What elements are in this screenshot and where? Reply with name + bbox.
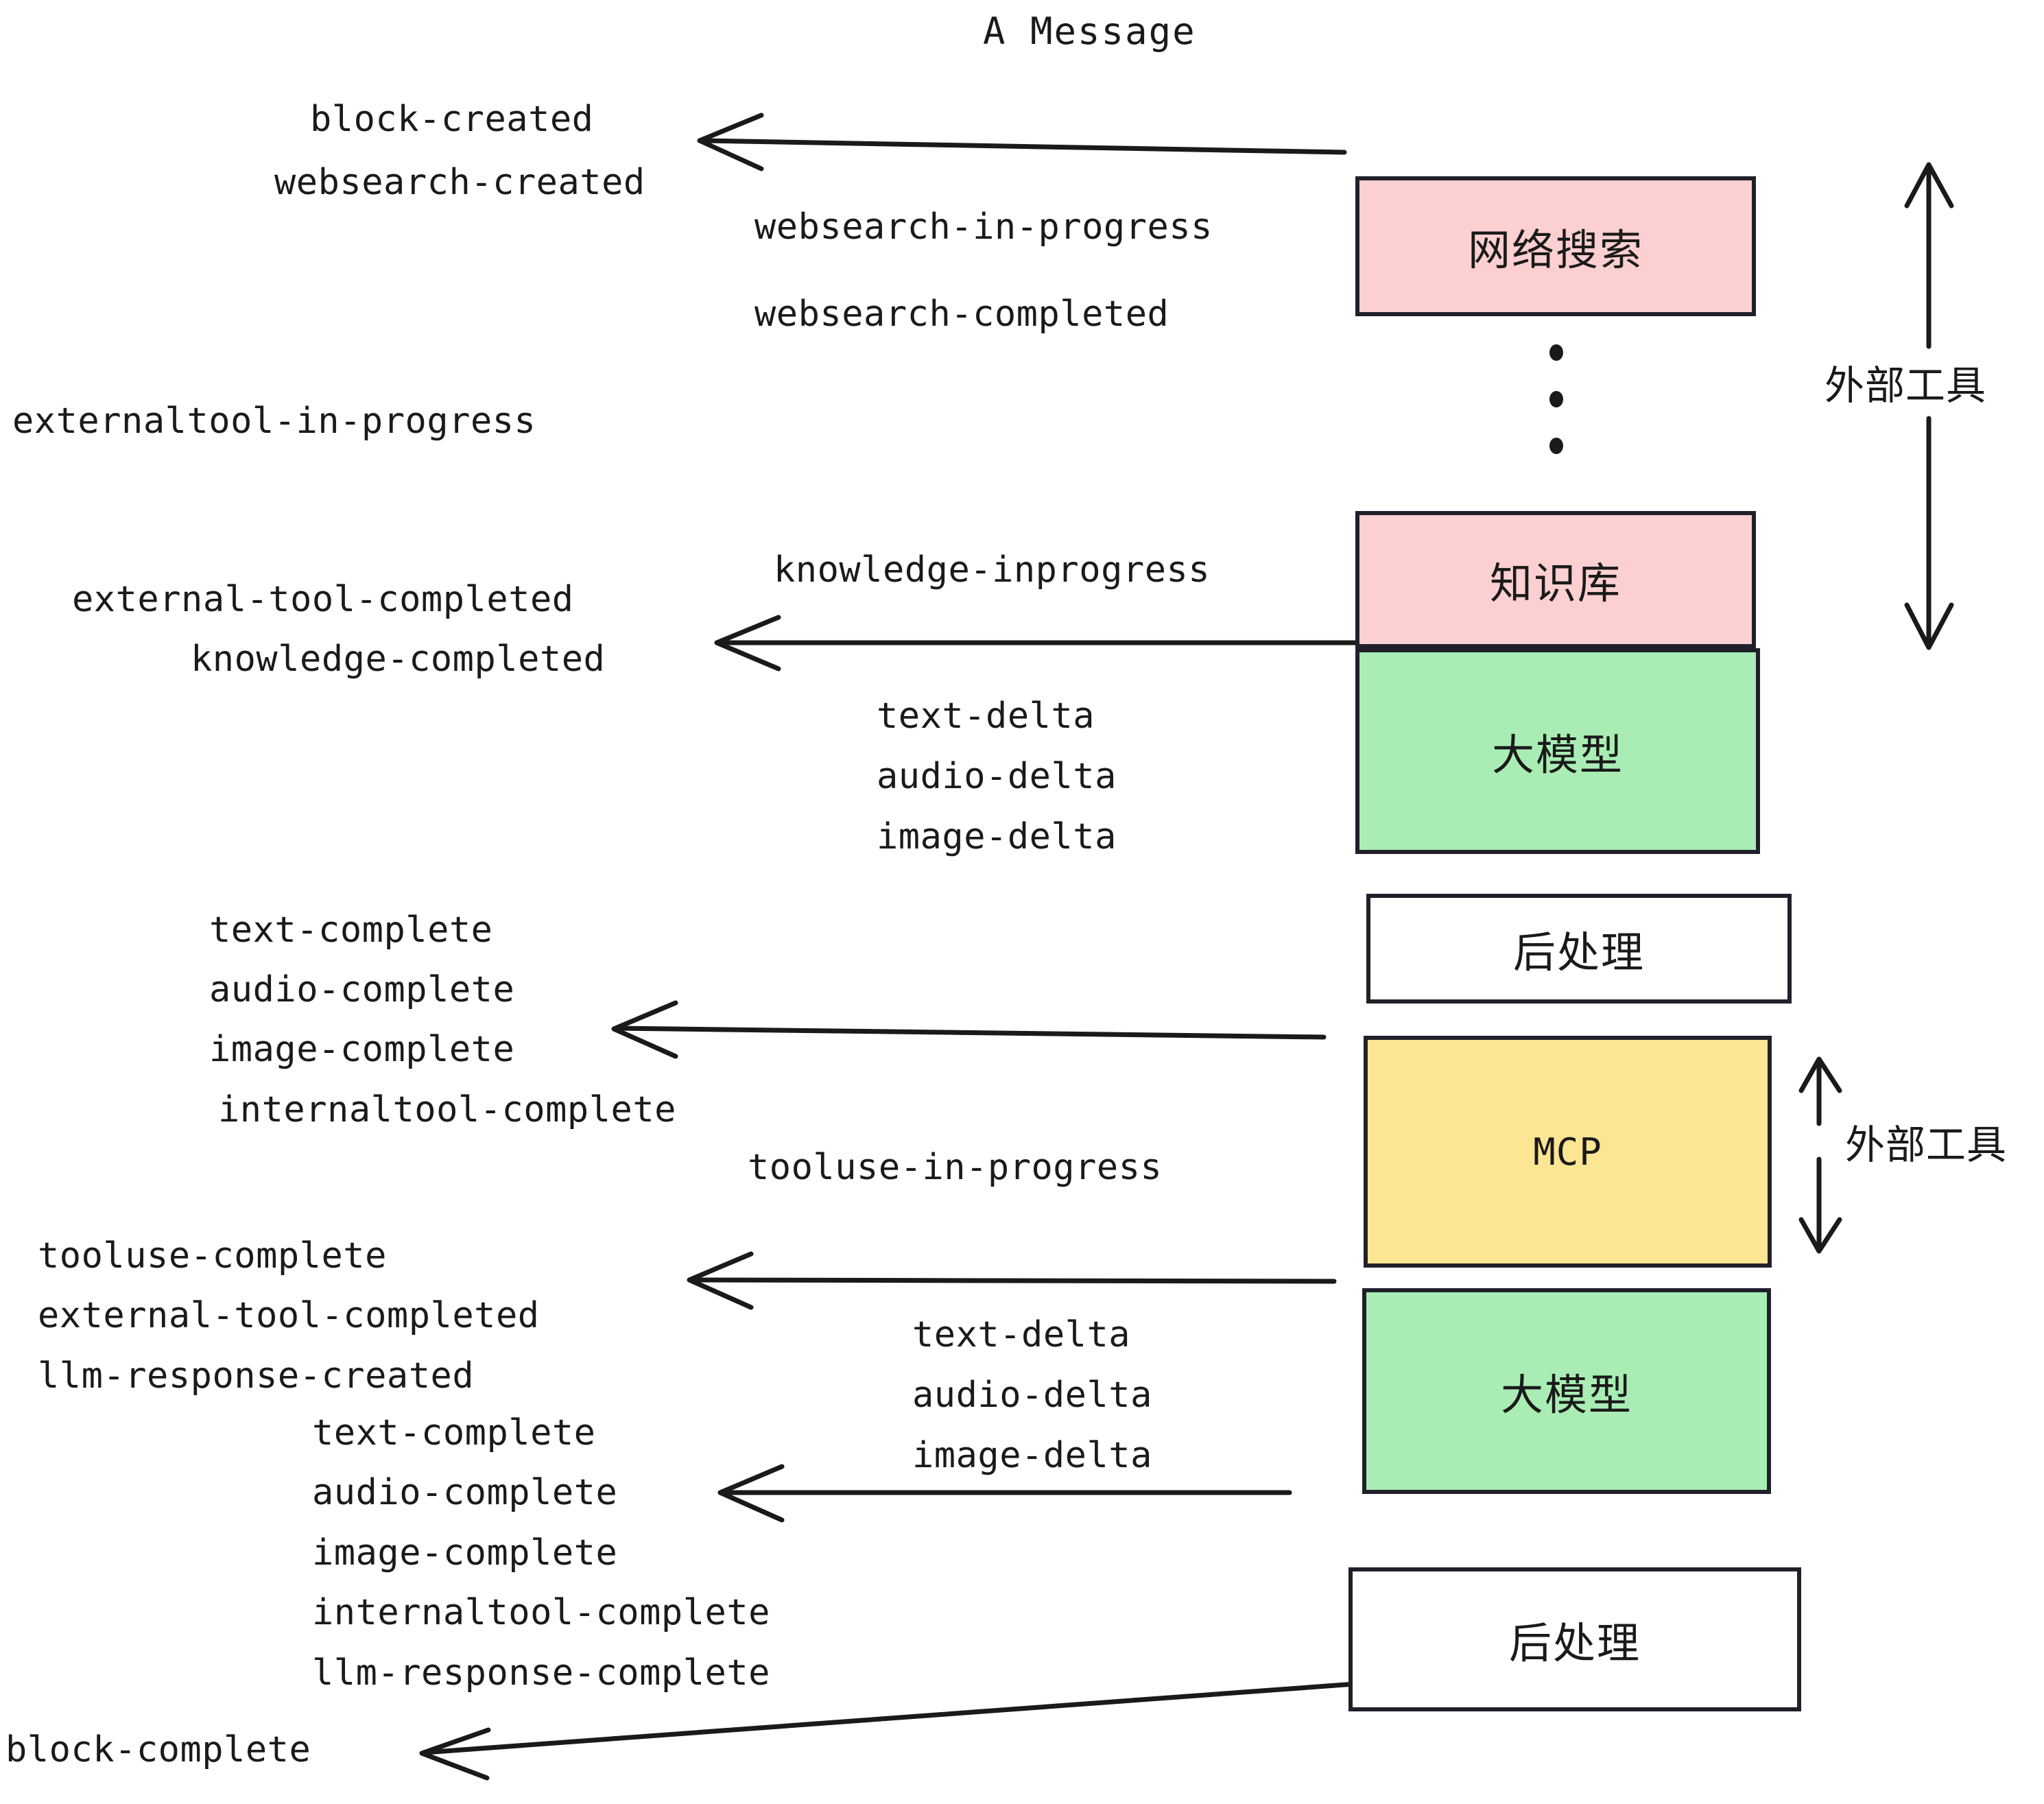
- event-image-delta-2: image-delta: [912, 1435, 1152, 1476]
- event-tooluse-complete: tooluse-complete: [38, 1235, 387, 1277]
- arrow-knowledge-to-events: [714, 615, 1357, 672]
- arrow-mcp-to-tooluse-complete: [687, 1251, 1337, 1310]
- event-text-delta-1: text-delta: [877, 696, 1095, 737]
- node-postprocess-2[interactable]: 后处理: [1348, 1567, 1801, 1711]
- event-external-tool-completed-1: external-tool-completed: [72, 579, 574, 620]
- event-text-delta-2: text-delta: [912, 1314, 1131, 1355]
- event-image-delta-1: image-delta: [877, 816, 1117, 857]
- event-external-tool-completed-2: external-tool-completed: [38, 1295, 540, 1336]
- event-tooluse-in-progress: tooluse-in-progress: [748, 1147, 1163, 1188]
- event-text-complete-2: text-complete: [312, 1412, 596, 1453]
- event-audio-delta-1: audio-delta: [877, 756, 1117, 797]
- node-postprocess-1[interactable]: 后处理: [1366, 894, 1792, 1004]
- event-image-complete-2: image-complete: [312, 1532, 618, 1574]
- event-websearch-created: websearch-created: [274, 162, 645, 203]
- node-llm-1-label: 大模型: [1491, 730, 1624, 780]
- node-llm-1[interactable]: 大模型: [1355, 648, 1760, 854]
- node-knowledge[interactable]: 知识库: [1355, 511, 1756, 648]
- node-knowledge-label: 知识库: [1489, 558, 1621, 608]
- event-knowledge-inprogress: knowledge-inprogress: [774, 549, 1211, 591]
- node-websearch[interactable]: 网络搜索: [1355, 176, 1756, 316]
- event-image-complete-1: image-complete: [209, 1029, 515, 1070]
- event-websearch-in-progress: websearch-in-progress: [754, 206, 1213, 248]
- node-llm-2-label: 大模型: [1500, 1370, 1632, 1420]
- event-block-complete: block-complete: [5, 1729, 311, 1770]
- event-block-created: block-created: [310, 99, 594, 140]
- node-mcp[interactable]: MCP: [1364, 1036, 1772, 1268]
- event-internaltool-complete-1: internaltool-complete: [218, 1089, 676, 1130]
- event-text-complete-1: text-complete: [209, 910, 493, 951]
- node-postprocess-1-label: 后处理: [1512, 927, 1645, 977]
- side-label-external-tool-bottom: 外部工具: [1845, 1121, 2008, 1168]
- event-internaltool-complete-2: internaltool-complete: [312, 1592, 770, 1633]
- node-postprocess-2-label: 后处理: [1508, 1618, 1641, 1668]
- external-tool-arrow-bottom: [1798, 1056, 1842, 1254]
- event-websearch-completed: websearch-completed: [754, 294, 1169, 335]
- diagram-title: A Message: [983, 10, 1196, 53]
- vertical-ellipsis-icon: [1548, 344, 1565, 454]
- node-llm-2[interactable]: 大模型: [1362, 1288, 1771, 1494]
- event-audio-complete-2: audio-complete: [312, 1472, 618, 1513]
- event-externaltool-in-progress: externaltool-in-progress: [12, 401, 536, 442]
- arrow-websearch-to-events: [697, 112, 1347, 171]
- arrow-postprocess-to-image-complete: [611, 1000, 1327, 1059]
- side-label-external-tool-top: 外部工具: [1825, 362, 1987, 409]
- node-websearch-label: 网络搜索: [1467, 225, 1643, 275]
- arrow-postprocess-to-block-complete: [419, 1681, 1357, 1781]
- event-llm-response-complete: llm-response-complete: [312, 1652, 770, 1694]
- event-llm-response-created: llm-response-created: [38, 1355, 475, 1397]
- event-audio-complete-1: audio-complete: [209, 969, 515, 1010]
- event-knowledge-completed: knowledge-completed: [191, 639, 606, 680]
- event-audio-delta-2: audio-delta: [912, 1375, 1152, 1416]
- node-mcp-label: MCP: [1533, 1130, 1602, 1174]
